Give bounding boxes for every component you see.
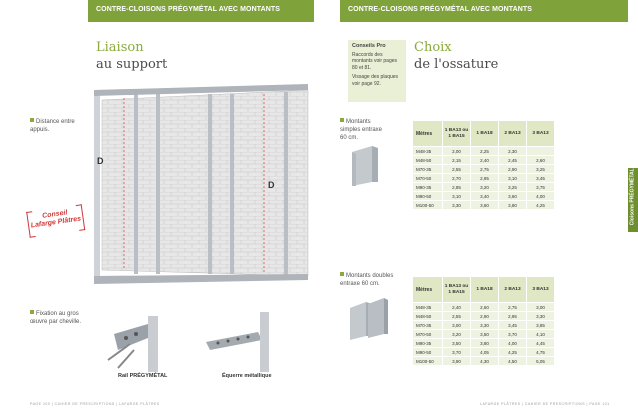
header-bar-left: CONTRE-CLOISONS PRÉGYMÉTAL AVEC MONTANTS [88, 0, 314, 22]
montant-double-illustration [350, 298, 388, 340]
footer-right: LAFARGE PLÂTRES | CAHIER DE PRESCRIPTION… [480, 402, 610, 406]
table-header-row: Mètres 1 BA13 ou 1 BA15 1 BA18 2 BA13 3 … [412, 120, 555, 147]
left-title-line2: au support [96, 57, 168, 72]
bullet-montants-doubles: Montants doubles entraxe 60 cm. [340, 272, 394, 287]
side-tab-cloisons: Cloisons PRÉGYMÉTAL [628, 168, 638, 232]
bullet-square-icon [30, 310, 34, 314]
conseils-pro-heading: Conseils Pro [352, 43, 386, 49]
bullet-square-icon [340, 272, 344, 276]
th-3ba13: 3 BA13 [526, 276, 555, 303]
table-montants-doubles: Mètres 1 BA13 ou 1 BA15 1 BA18 2 BA13 3 … [412, 276, 555, 366]
table-montants-simples: Mètres 1 BA13 ou 1 BA15 1 BA18 2 BA13 3 … [412, 120, 555, 210]
th-2ba13: 2 BA13 [498, 276, 527, 303]
conseils-pro-text-1: Raccords des montants voir pages 80 et 8… [352, 51, 398, 71]
bullet-fixation: Fixation au gros œuvre par cheville. [30, 310, 82, 325]
bullet-distance: Distance entre appuis. [30, 118, 75, 133]
right-title-line2: de l'ossature [414, 57, 499, 72]
header-right-title: CONTRE-CLOISONS PRÉGYMÉTAL AVEC MONTANTS [348, 6, 533, 13]
th-ba18: 1 BA18 [470, 276, 499, 303]
conseil-stamp-text: Conseil Lafarge Plâtres [30, 209, 82, 230]
th-metres: Mètres [412, 276, 443, 303]
equerre-illustration [206, 312, 269, 372]
bullet-montants-simples: Montants simples entraxe 60 cm. [340, 118, 383, 141]
bullet-square-icon [30, 118, 34, 122]
left-title-line1: Liaison [96, 40, 144, 55]
side-tab-label: Cloisons PRÉGYMÉTAL [629, 168, 636, 226]
bullet-square-icon [340, 118, 344, 122]
th-ba13-ba15: 1 BA13 ou 1 BA15 [442, 276, 471, 303]
dim-label-d-left: D [97, 156, 104, 166]
table-header-row: Mètres 1 BA13 ou 1 BA15 1 BA18 2 BA13 3 … [412, 276, 555, 303]
rail-fixation-illustration [107, 316, 158, 372]
header-left-title: CONTRE-CLOISONS PRÉGYMÉTAL AVEC MONTANTS [96, 6, 281, 13]
th-2ba13: 2 BA13 [498, 120, 527, 147]
th-metres: Mètres [412, 120, 443, 147]
footer-left: PAGE 100 | CAHIER DE PRESCRIPTIONS | LAF… [30, 402, 160, 406]
conseils-pro-text-2: Vissage des plaques voir page 92. [352, 74, 399, 87]
conseil-lafarge-stamp: Conseil Lafarge Plâtres [26, 204, 86, 242]
wall-illustration [94, 84, 309, 284]
th-ba18: 1 BA18 [470, 120, 499, 147]
conseils-pro-box: Conseils Pro Raccords des montants voir … [348, 40, 406, 102]
th-ba13-ba15: 1 BA13 ou 1 BA15 [442, 120, 471, 147]
caption-rail: Rail PRÉGYMÉTAL [118, 373, 168, 379]
dim-label-d-right: D [268, 180, 275, 190]
header-bar-right: CONTRE-CLOISONS PRÉGYMÉTAL AVEC MONTANTS [340, 0, 628, 22]
right-title-line1: Choix [414, 40, 452, 55]
th-3ba13: 3 BA13 [526, 120, 555, 147]
montant-simple-illustration [352, 146, 378, 186]
stamp-bracket-right [75, 204, 86, 231]
caption-equerre: Équerre métallique [222, 373, 272, 379]
